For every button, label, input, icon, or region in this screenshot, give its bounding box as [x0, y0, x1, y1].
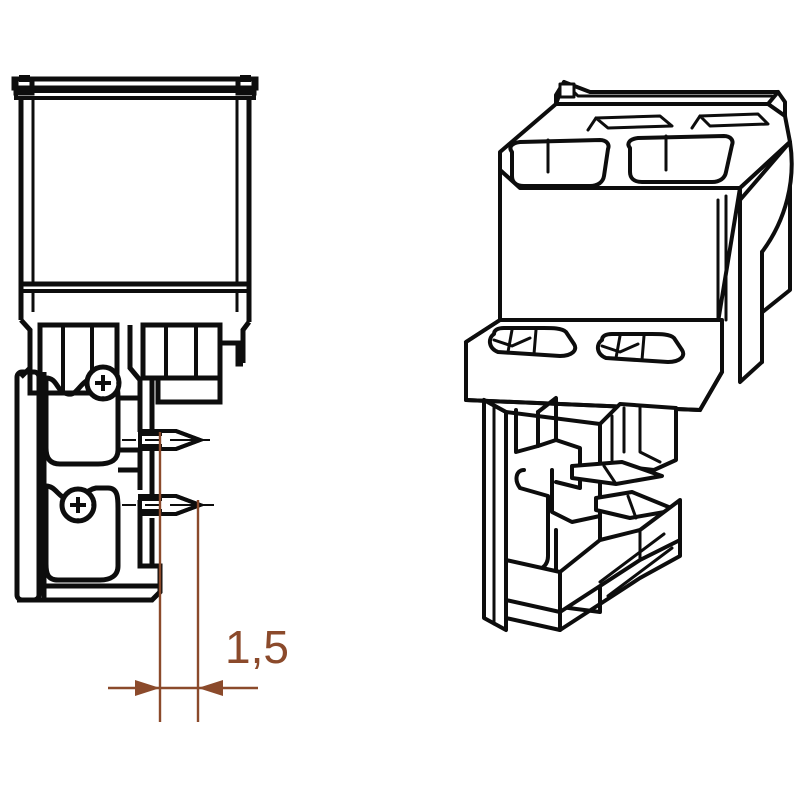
screw-access-left	[487, 326, 578, 358]
iso-contact-pin-upper	[570, 460, 664, 486]
screw-access-right	[595, 332, 686, 364]
terminal-boss-right	[140, 322, 243, 405]
top-rail-assembly	[11, 75, 259, 100]
main-housing-body	[18, 98, 252, 322]
central-web	[118, 325, 163, 586]
mounting-rail-bar	[14, 369, 42, 603]
dimension-value-label: 1,5	[225, 621, 289, 673]
pin-pitch-dimension: 1,5	[108, 432, 289, 722]
iso-screw-shelf	[464, 318, 724, 412]
contact-pin-lower	[122, 494, 214, 516]
screw-head-upper	[84, 364, 122, 402]
side-elevation-view	[11, 75, 259, 603]
body-lower-flange	[19, 318, 251, 379]
screw-head-lower	[59, 486, 97, 524]
contact-pin-upper	[122, 429, 210, 451]
iso-lower-bracket	[482, 396, 682, 632]
iso-top-face	[498, 102, 792, 190]
wire-port-right	[626, 134, 735, 184]
base-lip	[17, 584, 160, 603]
arrowhead-right	[198, 680, 223, 696]
isometric-3d-view	[464, 80, 794, 632]
iso-right-flange	[738, 140, 794, 384]
iso-contact-pin-lower	[594, 490, 678, 520]
arrowhead-left	[135, 680, 160, 696]
